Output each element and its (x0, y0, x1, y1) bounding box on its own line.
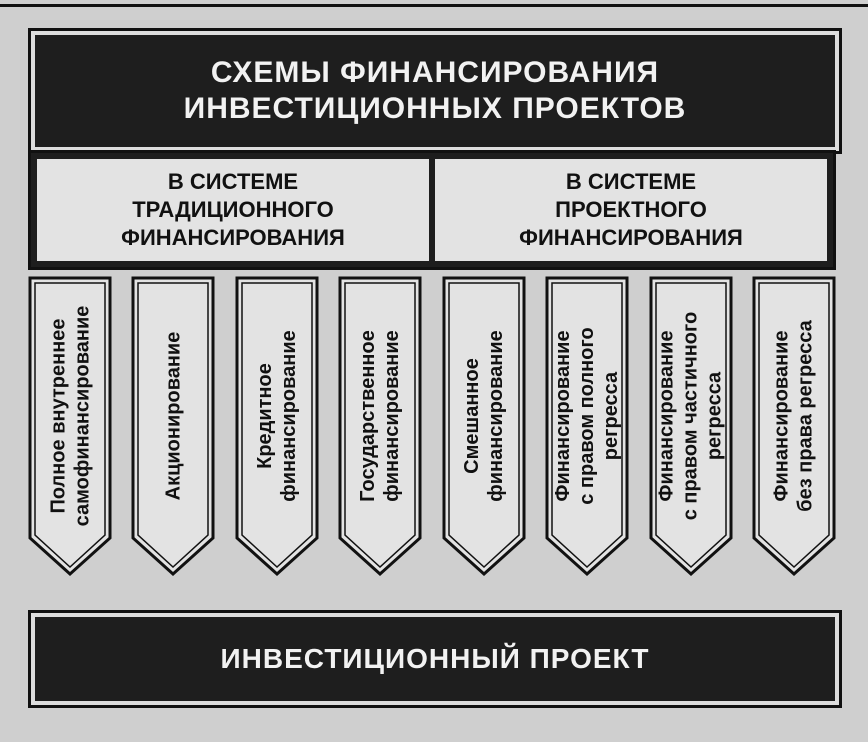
scheme-label-line: Финансирование (552, 330, 575, 502)
system-project-line-2: ПРОЕКТНОГО (555, 197, 707, 222)
scheme-label-line: Финансирование (771, 330, 793, 502)
scheme-label-line: без права регресса (795, 320, 817, 512)
diagram-title-line-2: ИНВЕСТИЦИОННЫХ ПРОЕКТОВ (183, 92, 687, 125)
scheme-arrow: Акционирование (131, 276, 215, 576)
arrow-shape (752, 276, 836, 576)
arrow-shape (338, 276, 422, 576)
scheme-label-line: с правом полного (576, 327, 599, 505)
system-traditional-box: В СИСТЕМЕ ТРАДИЦИОННОГО ФИНАНСИРОВАНИЯ (37, 159, 429, 261)
scheme-label-line: Финансирование (655, 330, 678, 502)
scheme-label-line: финансирование (381, 330, 404, 502)
investment-project-title: ИНВЕСТИЦИОННЫЙ ПРОЕКТ (220, 643, 650, 674)
diagram-title-box: СХЕМЫ ФИНАНСИРОВАНИЯ ИНВЕСТИЦИОННЫХ ПРОЕ… (28, 28, 842, 154)
scheme-label-line: финансирование (277, 330, 300, 502)
system-traditional-line-1: В СИСТЕМЕ (167, 169, 299, 194)
scheme-label-line: с правом частичного (679, 311, 702, 521)
scheme-label-line: Акционирование (162, 331, 185, 501)
scheme-label-line: Государственное (357, 330, 380, 502)
scheme-label-line: Кредитное (253, 363, 276, 469)
diagram-title-line-1: СХЕМЫ ФИНАНСИРОВАНИЯ (210, 56, 660, 89)
scheme-label-line: регресса (703, 371, 726, 461)
scheme-label-line: финансирование (484, 330, 507, 502)
system-project-line-1: В СИСТЕМЕ (565, 169, 697, 194)
system-project-line-3: ФИНАНСИРОВАНИЯ (519, 225, 743, 250)
scheme-label: Акционирование (131, 276, 215, 556)
system-project-box: В СИСТЕМЕ ПРОЕКТНОГО ФИНАНСИРОВАНИЯ (435, 159, 827, 261)
top-rule (0, 4, 868, 7)
investment-project-box: ИНВЕСТИЦИОННЫЙ ПРОЕКТ (28, 610, 842, 708)
arrow-shape (131, 276, 215, 576)
system-traditional-line-2: ТРАДИЦИОННОГО (132, 197, 334, 222)
arrow-shape (28, 276, 112, 576)
scheme-label-line: Полное внутреннее (47, 318, 70, 514)
arrow-shape (442, 276, 526, 576)
financing-systems-row: В СИСТЕМЕ ТРАДИЦИОННОГО ФИНАНСИРОВАНИЯ В… (28, 150, 836, 270)
system-traditional-line-3: ФИНАНСИРОВАНИЯ (121, 225, 345, 250)
arrow-shape (235, 276, 319, 576)
scheme-label-line: регресса (600, 371, 623, 461)
arrow-shape (545, 276, 629, 576)
scheme-label-line: самофинансирование (71, 305, 94, 527)
arrow-shape (649, 276, 733, 576)
scheme-label-line: Смешанное (460, 358, 483, 474)
